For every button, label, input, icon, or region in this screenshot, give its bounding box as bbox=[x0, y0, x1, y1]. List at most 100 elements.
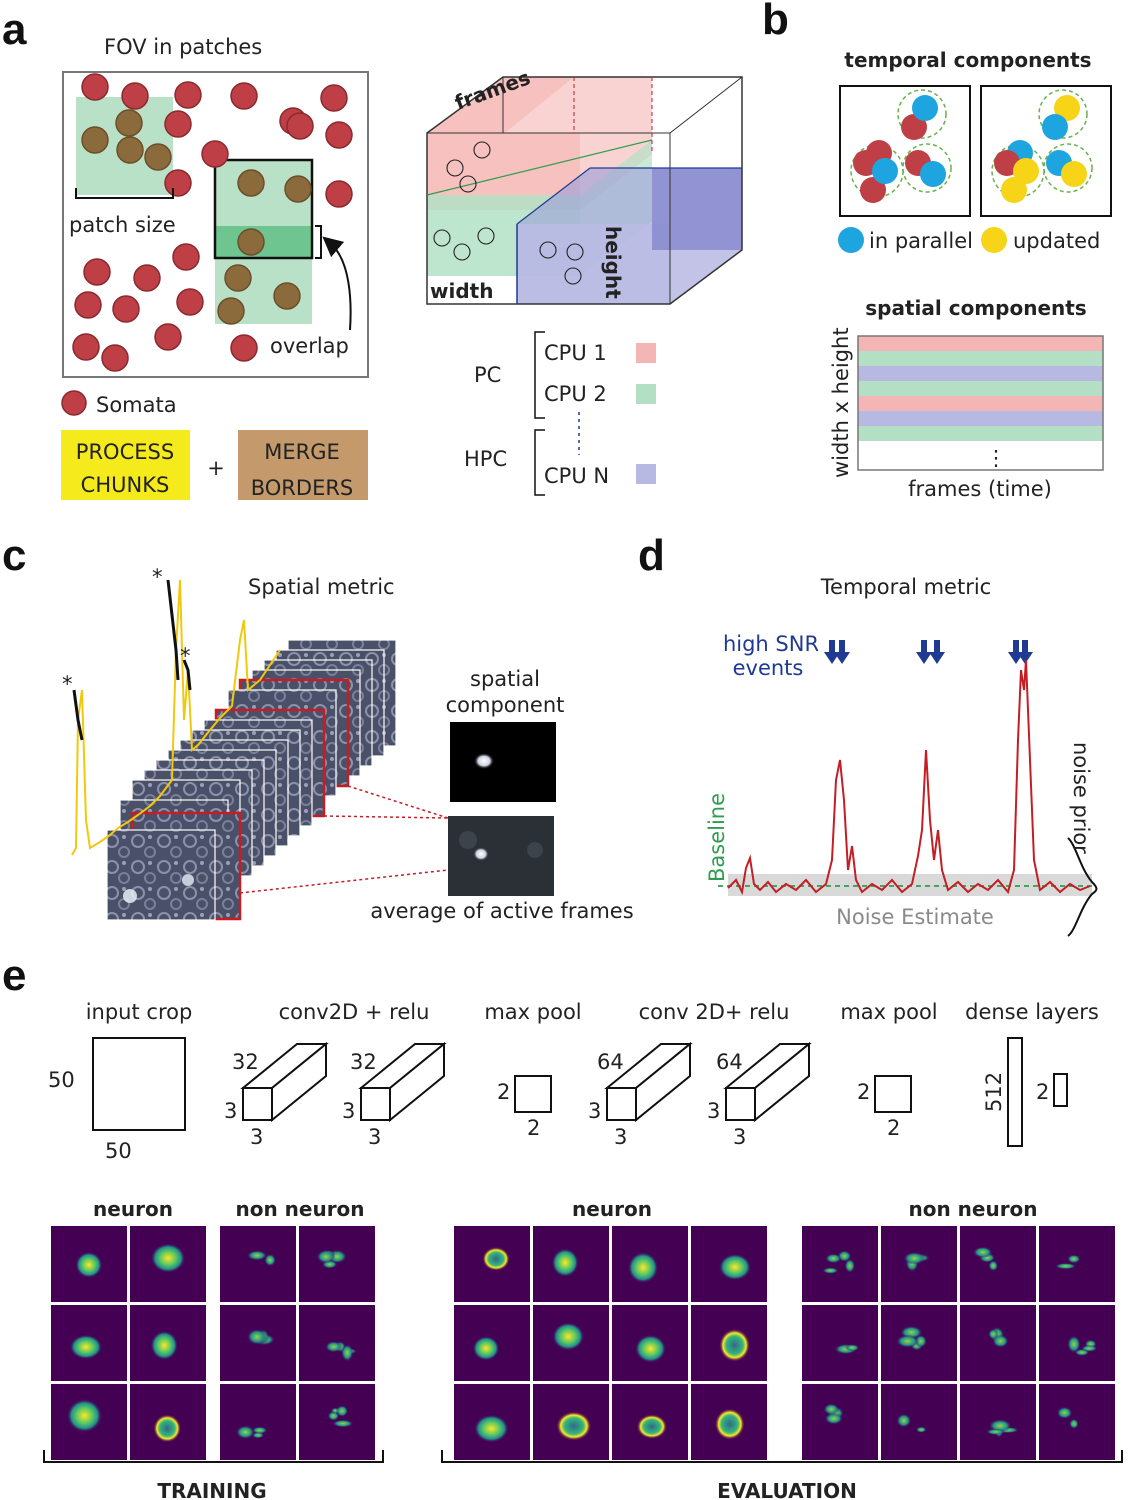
eval-neuron-tile bbox=[454, 1384, 530, 1460]
evaluation-label: EVALUATION bbox=[717, 1479, 857, 1500]
spatial-component-label-1: spatial bbox=[470, 667, 540, 691]
temporal-metric-title: Temporal metric bbox=[820, 575, 991, 599]
training-non-neuron-tile bbox=[299, 1305, 375, 1381]
training-neuron-tile bbox=[51, 1305, 127, 1381]
panel-c-letter: c bbox=[2, 531, 26, 580]
conv2b-dim-depth: 64 bbox=[716, 1050, 743, 1074]
layer-conv1-title: conv2D + relu bbox=[279, 1000, 430, 1024]
spatial-component-image bbox=[450, 722, 556, 802]
patch-highlight bbox=[213, 158, 314, 260]
noise-prior-label: noise prior bbox=[1069, 742, 1093, 854]
training-non-neuron-tile bbox=[299, 1226, 375, 1302]
conv1b-dim-w: 3 bbox=[368, 1125, 381, 1149]
spatial-metric-title: Spatial metric bbox=[248, 575, 395, 599]
training-non-neuron-header: non neuron bbox=[235, 1197, 364, 1221]
conv2-block-a bbox=[604, 1041, 693, 1123]
fluorescence-trace bbox=[727, 659, 1091, 896]
hpc-label: HPC bbox=[464, 447, 507, 471]
conv1-block-a bbox=[240, 1041, 329, 1123]
training-bracket bbox=[43, 1450, 384, 1463]
somata-legend-label: Somata bbox=[96, 393, 177, 417]
eval-neuron-tile bbox=[612, 1226, 688, 1302]
conv1a-dim-w: 3 bbox=[250, 1125, 263, 1149]
pc-label: PC bbox=[474, 363, 501, 387]
spatial-stripes bbox=[857, 335, 1104, 471]
conv2a-dim-depth: 64 bbox=[597, 1050, 624, 1074]
temporal-box-2 bbox=[980, 85, 1112, 217]
spatial-components-title: spatial components bbox=[865, 296, 1086, 320]
pool1-dim-h: 2 bbox=[497, 1080, 510, 1104]
dense-512-box bbox=[1007, 1037, 1023, 1147]
training-neuron-tile bbox=[130, 1384, 206, 1460]
process-label-1: PROCESS bbox=[76, 440, 174, 464]
process-chunks-box bbox=[61, 430, 190, 500]
eval-non-neuron-tile bbox=[802, 1226, 878, 1302]
eval-non-neuron-tile bbox=[1039, 1226, 1115, 1302]
eval-neuron-tile bbox=[691, 1384, 767, 1460]
baseline-label: Baseline bbox=[705, 793, 729, 882]
pool2-box bbox=[874, 1075, 912, 1113]
fov-title: FOV in patches bbox=[104, 35, 262, 59]
star-2: * bbox=[152, 565, 163, 589]
layer-dense-title: dense layers bbox=[965, 1000, 1099, 1024]
conv1a-dim-depth: 32 bbox=[232, 1050, 259, 1074]
updated-dot bbox=[981, 227, 1007, 253]
movie-frames bbox=[106, 639, 397, 921]
conv1a-dim-h: 3 bbox=[224, 1099, 237, 1123]
spatial-ellipsis: ⋮ bbox=[986, 446, 1007, 470]
eval-non-neuron-tile bbox=[881, 1226, 957, 1302]
overlap-bracket bbox=[315, 225, 322, 259]
hpc-bracket bbox=[534, 429, 545, 496]
training-neuron-header: neuron bbox=[93, 1197, 173, 1221]
temporal-components-title: temporal components bbox=[844, 48, 1091, 72]
training-non-neuron-tile bbox=[220, 1226, 296, 1302]
training-neuron-tile bbox=[130, 1226, 206, 1302]
data-cube bbox=[426, 76, 743, 305]
layer-pool1-title: max pool bbox=[484, 1000, 581, 1024]
pool2-dim-h: 2 bbox=[857, 1080, 870, 1104]
eval-non-neuron-tile bbox=[802, 1384, 878, 1460]
eval-non-neuron-tile bbox=[960, 1226, 1036, 1302]
spatial-x-label: frames (time) bbox=[908, 477, 1052, 501]
eval-neuron-tile bbox=[612, 1305, 688, 1381]
eval-neuron-tile bbox=[612, 1384, 688, 1460]
input-crop-box bbox=[92, 1037, 186, 1131]
cpu2-swatch bbox=[636, 384, 656, 404]
eval-neuron-tile bbox=[691, 1226, 767, 1302]
average-active-label: average of active frames bbox=[370, 899, 633, 923]
eval-non-neuron-tile bbox=[802, 1305, 878, 1381]
cpun-swatch bbox=[636, 464, 656, 484]
dense-512-label: 512 bbox=[982, 1072, 1006, 1112]
pool1-box bbox=[514, 1075, 552, 1113]
training-neuron-tile bbox=[51, 1384, 127, 1460]
merge-label-2: BORDERS bbox=[251, 476, 354, 500]
eval-non-neuron-tile bbox=[1039, 1305, 1115, 1381]
training-non-neuron-tile bbox=[299, 1384, 375, 1460]
panel-e-letter: e bbox=[2, 951, 26, 1000]
zoom-lines bbox=[239, 785, 449, 894]
eval-non-neuron-tile bbox=[881, 1305, 957, 1381]
training-neuron-tile bbox=[130, 1305, 206, 1381]
eval-non-neuron-tile bbox=[960, 1305, 1036, 1381]
layer-pool2-title: max pool bbox=[840, 1000, 937, 1024]
input-dim-h: 50 bbox=[48, 1068, 75, 1092]
cpu2-label: CPU 2 bbox=[544, 382, 607, 406]
temporal-box-1 bbox=[839, 85, 971, 217]
height-label: height bbox=[601, 226, 625, 299]
average-active-blob bbox=[473, 847, 489, 861]
patch-size-label: patch size bbox=[69, 213, 176, 237]
in-parallel-dot bbox=[838, 227, 864, 253]
noise-estimate-label: Noise Estimate bbox=[836, 905, 994, 929]
tile-grids bbox=[51, 1226, 1115, 1460]
eval-neuron-tile bbox=[533, 1384, 609, 1460]
dense-2-box bbox=[1053, 1073, 1068, 1107]
high-snr-label-1: high SNR bbox=[723, 632, 819, 656]
somata-group bbox=[72, 73, 353, 372]
layer-conv2-title: conv 2D+ relu bbox=[639, 1000, 790, 1024]
eval-non-neuron-tile bbox=[881, 1384, 957, 1460]
eval-non-neuron-tile bbox=[1039, 1384, 1115, 1460]
pool2-dim-w: 2 bbox=[887, 1116, 900, 1140]
cpu1-label: CPU 1 bbox=[544, 341, 607, 365]
calcium-trace-peaks bbox=[72, 579, 192, 741]
